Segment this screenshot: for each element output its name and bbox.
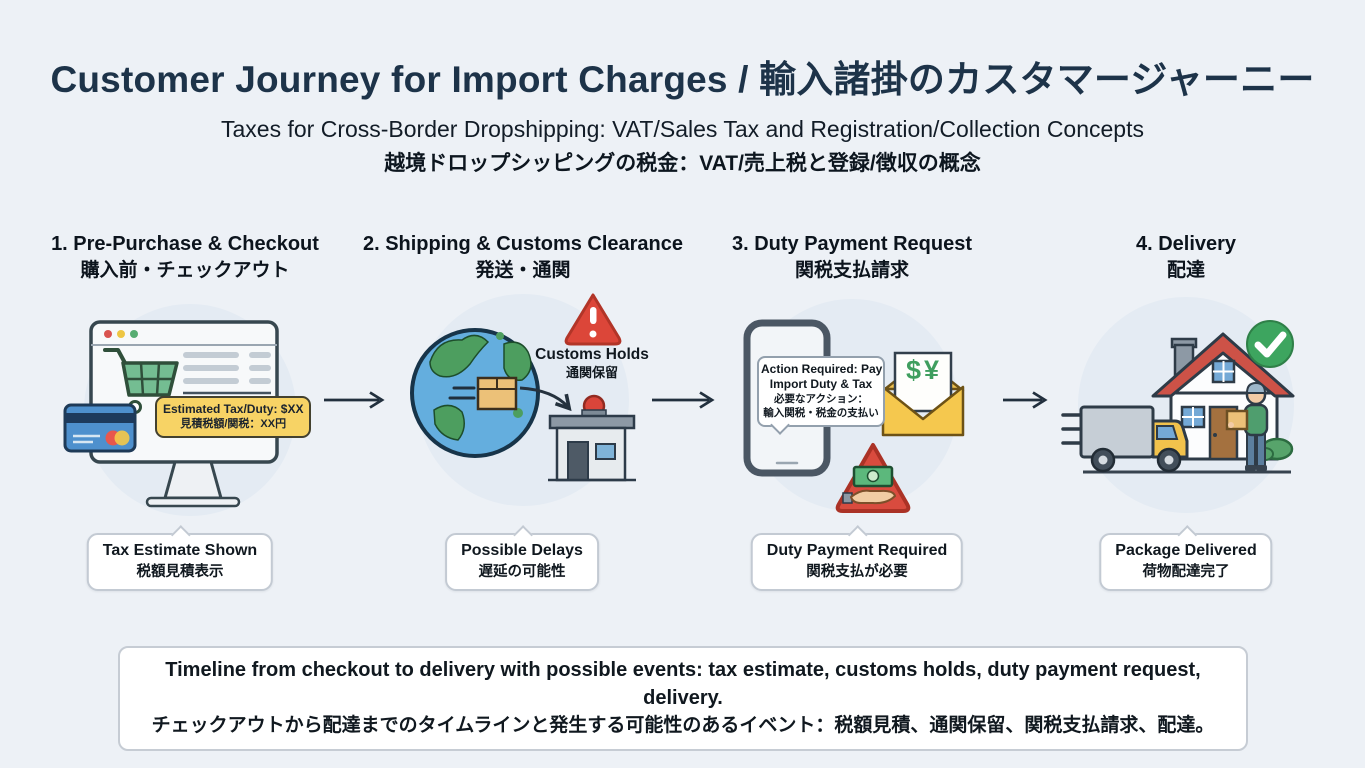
subtitle-en: Taxes for Cross-Border Dropshipping: VAT…: [221, 116, 1144, 142]
stage-1-status-ja: 税額見積表示: [136, 564, 224, 580]
stage-3-status-bubble: Duty Payment Required 関税支払が必要: [750, 533, 964, 591]
customs-holds-label: Customs Holds 通関保留: [512, 345, 672, 382]
stage-1-status-bubble: Tax Estimate Shown 税額見積表示: [86, 533, 274, 591]
page-title: Customer Journey for Import Charges / 輸入…: [50, 59, 1315, 100]
customs-holds-en: Customs Holds: [535, 346, 649, 363]
subtitle-ja: 越境ドロップシッピングの税金：VAT/売上税と登録/徴収の概念: [384, 152, 981, 175]
payment-warning-triangle-icon: [835, 443, 911, 513]
to-customs-arrow: [519, 386, 572, 412]
timeline-summary-en: Timeline from checkout to delivery with …: [165, 659, 1201, 709]
credit-card-icon: [63, 403, 137, 453]
delivery-truck-icon: [1061, 405, 1189, 473]
stage-4-status-bubble: Package Delivered 荷物配達完了: [1099, 533, 1273, 591]
stage-1-title-ja: 購入前・チェックアウト: [80, 260, 290, 281]
stage-1-title: 1. Pre-Purchase & Checkout 購入前・チェックアウト: [5, 231, 365, 285]
stage-3-title: 3. Duty Payment Request 関税支払請求: [672, 231, 1032, 285]
stage-1-title-en: 1. Pre-Purchase & Checkout: [51, 233, 319, 255]
envelope-money-icon: [881, 351, 965, 437]
check-circle-icon: [1246, 320, 1294, 368]
package-box-icon: [476, 376, 518, 411]
customs-illustration: [410, 293, 636, 506]
delivery-illustration: [1061, 297, 1295, 513]
tax-callout-en: Estimated Tax/Duty: $XX: [163, 402, 304, 416]
courier-with-package-icon: [1225, 381, 1269, 471]
stage-2-title-en: 2. Shipping & Customs Clearance: [362, 233, 684, 255]
side-window: [1180, 405, 1206, 429]
stage-2-status-ja: 遅延の可能性: [478, 564, 566, 580]
tax-callout: Estimated Tax/Duty: $XX 見積税額/関税：XX円: [155, 396, 312, 438]
notification-ja-2: 輸入関税・税金の支払い: [763, 407, 879, 419]
flow-arrow-3-icon: [1003, 391, 1048, 409]
currency-symbols: $¥: [905, 355, 943, 385]
gable-window: [1211, 359, 1236, 384]
stage-4-status-en: Package Delivered: [1115, 542, 1257, 559]
stage-2-title: 2. Shipping & Customs Clearance 発送・通関: [343, 231, 703, 285]
stage-1-status-en: Tax Estimate Shown: [102, 542, 258, 559]
customs-holds-ja: 通関保留: [565, 365, 618, 380]
timeline-summary-ja: チェックアウトから配達までのタイムラインと発生する可能性のあるイベント：税額見積…: [151, 715, 1215, 736]
stage-4-status-ja: 荷物配達完了: [1142, 564, 1230, 580]
stage-2-status-bubble: Possible Delays 遅延の可能性: [445, 533, 599, 591]
header: Customer Journey for Import Charges / 輸入…: [0, 49, 1365, 177]
customs-building-icon: [548, 394, 636, 482]
notification-en-2: Import Duty & Tax: [769, 377, 873, 391]
stage-3-title-ja: 関税支払請求: [794, 260, 909, 281]
notification-en-1: Action Required: Pay: [761, 362, 883, 376]
warning-triangle-icon: [564, 293, 622, 346]
globe-icon: [410, 328, 540, 458]
timeline-summary: Timeline from checkout to delivery with …: [118, 646, 1248, 751]
flow-arrow-2-icon: [652, 391, 715, 409]
stage-2-status-en: Possible Delays: [461, 542, 583, 559]
tax-callout-ja: 見積税額/関税：XX円: [180, 418, 287, 430]
stage-4-title-ja: 配達: [1166, 260, 1205, 281]
stage-3-status-ja: 関税支払が必要: [806, 564, 908, 580]
notification-ja-1: 必要なアクション：: [774, 393, 868, 405]
notification-bubble: Action Required: Pay Import Duty & Tax 必…: [757, 356, 885, 427]
stage-4-title-en: 4. Delivery: [1135, 233, 1237, 255]
flow-arrow-1-icon: [324, 391, 385, 409]
stage-3-title-en: 3. Duty Payment Request: [731, 233, 973, 255]
stage-2-title-ja: 発送・通関: [475, 260, 571, 281]
speed-lines: [448, 386, 476, 400]
stage-4-title: 4. Delivery 配達: [1006, 231, 1365, 285]
stage-3-status-en: Duty Payment Required: [766, 542, 948, 559]
